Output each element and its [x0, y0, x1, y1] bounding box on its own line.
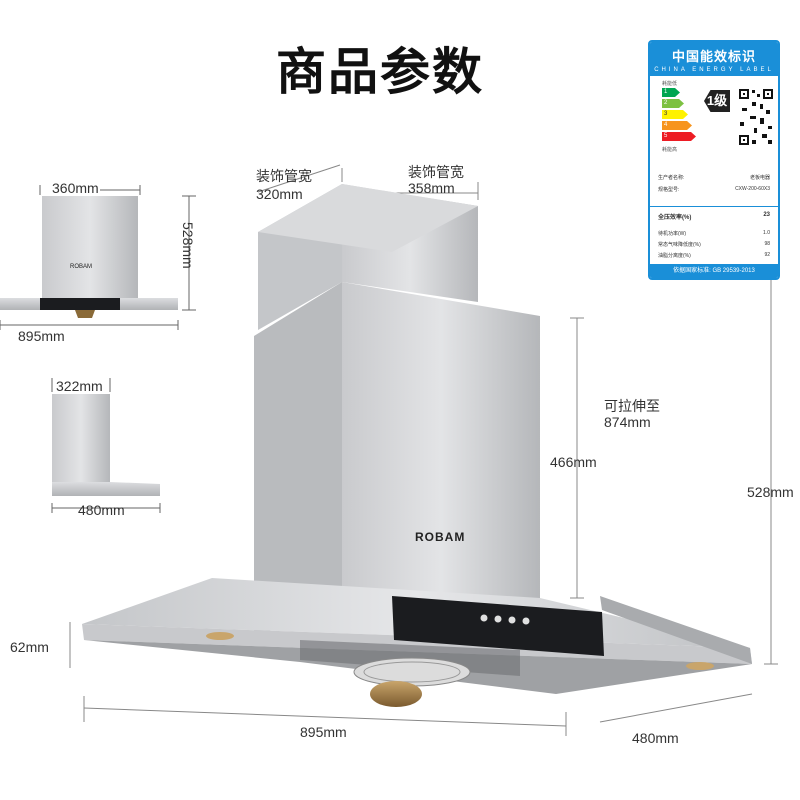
control-button-4 [522, 617, 530, 625]
front-thumb-top-width: 360mm [52, 180, 99, 196]
model-label: 规格型号: [658, 187, 680, 193]
side-view-thumbnail [51, 378, 161, 513]
control-panel [392, 596, 604, 656]
light-left [206, 632, 234, 640]
grade-bar-1: 1 [662, 88, 680, 97]
control-button-1 [480, 614, 488, 622]
front-view-thumbnail [0, 185, 196, 330]
producer-label: 生产者名称: [658, 175, 685, 181]
energy-label: 中国能效标识 CHINA ENERGY LABEL 耗能低 1 2 3 4 5 … [648, 40, 780, 280]
front-thumb-brand: ROBAM [70, 264, 93, 270]
high-energy-text: 耗能高 [662, 147, 678, 153]
odor-row: 常态气味降低度(%) 98 [658, 241, 770, 248]
chimney-height: 466mm [550, 454, 597, 470]
hood-thickness: 62mm [10, 639, 49, 655]
grade-bars: 1 2 3 4 5 [662, 88, 696, 143]
side-thumb-top-width: 322mm [56, 378, 103, 394]
main-hood-illustration [69, 164, 778, 736]
chimney-upper-value: 320mm [256, 186, 303, 202]
grade-bar-4: 4 [662, 121, 692, 130]
front-thumb-height: 528mm [180, 222, 196, 269]
grease-value: 92 [764, 252, 770, 258]
energy-label-standard: 依据国家标准: GB 29539-2013 [650, 264, 778, 278]
energy-label-title-cn: 中国能效标识 [671, 50, 756, 65]
filter-fan [353, 657, 471, 687]
low-energy-text: 耗能低 [662, 81, 678, 87]
control-button-3 [508, 616, 516, 624]
grade-bar-5: 5 [662, 132, 696, 141]
grade-bar-3: 3 [662, 110, 688, 119]
overall-width: 895mm [300, 724, 347, 740]
grade-badge: 1级 [704, 90, 730, 112]
front-thumb-panel [40, 298, 120, 310]
side-thumb-bottom-width: 480mm [78, 502, 125, 518]
hood-right-face [600, 596, 752, 664]
grease-label: 油脂分离度(%) [658, 253, 691, 259]
lower-chimney-front [254, 282, 342, 640]
side-thumb-chimney [52, 394, 110, 482]
odor-label: 常态气味降低度(%) [658, 242, 701, 248]
efficiency-row: 全压效率(%) 23 [658, 212, 770, 221]
chimney-lower-label: 装饰管宽 [408, 164, 464, 180]
main-brand-logo: ROBAM [415, 530, 466, 544]
page-title: 商品参数 [276, 43, 484, 101]
control-button-2 [494, 615, 502, 623]
standby-row: 待机功率(W) 1.0 [658, 230, 770, 237]
efficiency-label: 全压效率(%) [658, 215, 692, 221]
producer-row: 生产者名称: 老板电器 [658, 174, 770, 181]
extend-value: 874mm [604, 414, 651, 430]
grade-bar-2: 2 [662, 99, 684, 108]
extend-label: 可拉伸至 [604, 398, 660, 414]
standby-label: 待机功率(W) [658, 231, 687, 237]
odor-value: 98 [764, 241, 770, 247]
energy-label-body: 耗能低 1 2 3 4 5 耗能高 1级 [650, 76, 778, 207]
standby-value: 1.0 [763, 230, 770, 236]
grease-row: 油脂分离度(%) 92 [658, 252, 770, 259]
energy-label-title-en: CHINA ENERGY LABEL [654, 67, 774, 73]
overall-depth: 480mm [632, 730, 679, 746]
front-thumb-bottom-width: 895mm [18, 328, 65, 344]
producer-value: 老板电器 [749, 175, 770, 181]
light-right [686, 662, 714, 670]
oil-cup [370, 681, 422, 707]
efficiency-value: 23 [763, 212, 770, 218]
qr-code-icon [738, 88, 774, 146]
model-row: 规格型号: CXW-200-60X3 [658, 186, 770, 193]
total-height: 528mm [747, 484, 794, 500]
model-value: CXW-200-60X3 [735, 186, 770, 192]
lower-chimney-side [342, 282, 540, 606]
side-thumb-hood [52, 482, 160, 496]
chimney-lower-value: 358mm [408, 180, 455, 196]
front-thumb-chimney [42, 196, 138, 298]
chimney-upper-label: 装饰管宽 [256, 168, 312, 184]
energy-label-header: 中国能效标识 CHINA ENERGY LABEL [650, 42, 778, 76]
